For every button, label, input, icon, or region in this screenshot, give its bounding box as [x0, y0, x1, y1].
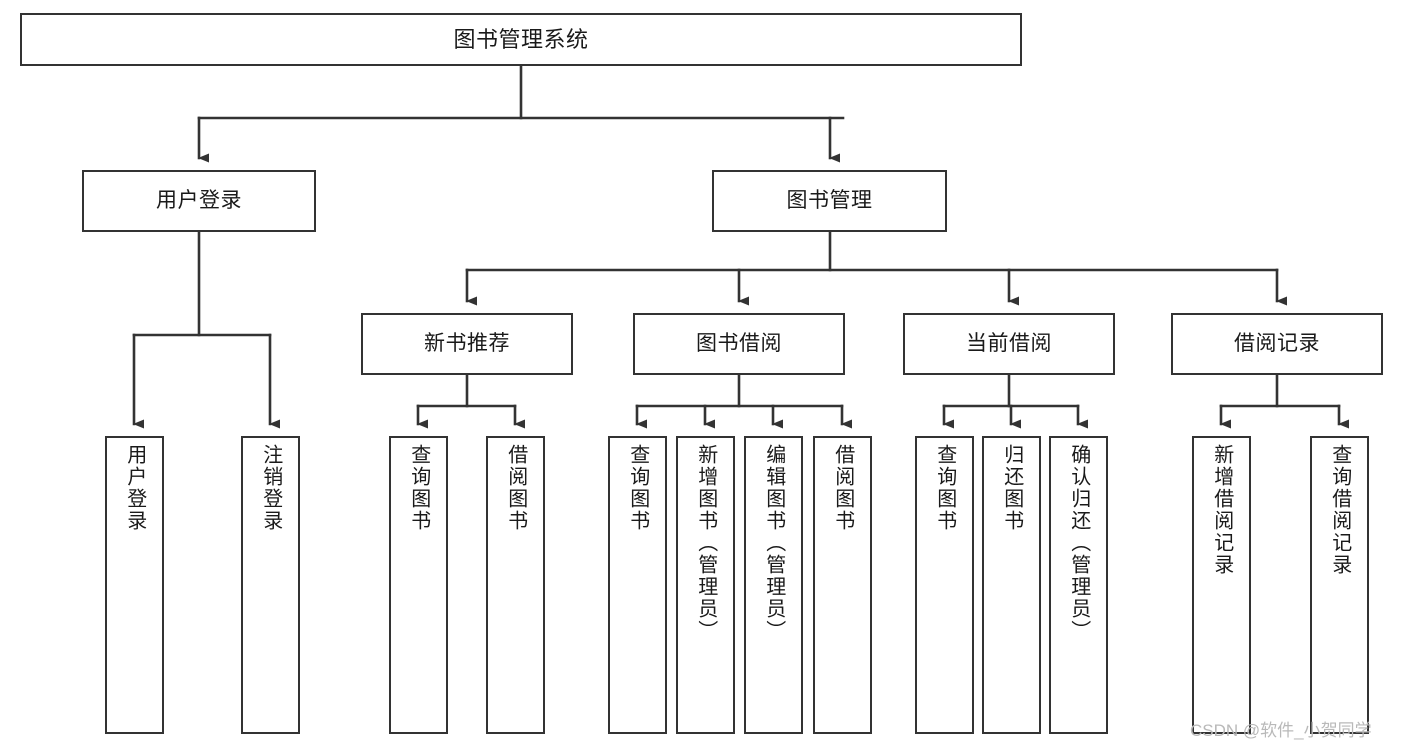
node-new-book-recommend[interactable]: 新书推荐	[361, 313, 573, 375]
node-label: 用户登录	[156, 188, 242, 212]
leaf-new-book-borrow-book[interactable]: 借阅图书	[486, 436, 545, 734]
node-user-login[interactable]: 用户登录	[82, 170, 316, 232]
node-book-borrow[interactable]: 图书借阅	[633, 313, 845, 375]
leaf-borrow-record-add-record[interactable]: 新增借阅记录	[1192, 436, 1251, 734]
node-label: 借阅图书	[831, 444, 854, 532]
leaf-user-login-login[interactable]: 用户登录	[105, 436, 164, 734]
node-label: 用户登录	[123, 444, 146, 532]
node-label: 确认归还（管理员）	[1067, 444, 1090, 642]
node-label: 查询图书	[407, 444, 430, 532]
leaf-book-borrow-edit-book-admin[interactable]: 编辑图书（管理员）	[744, 436, 803, 734]
node-label: 归还图书	[1000, 444, 1023, 532]
node-label: 新增借阅记录	[1210, 444, 1233, 576]
leaf-borrow-record-query-record[interactable]: 查询借阅记录	[1310, 436, 1369, 734]
node-label: 查询图书	[933, 444, 956, 532]
node-root-book-management-system[interactable]: 图书管理系统	[20, 13, 1022, 66]
node-borrow-record[interactable]: 借阅记录	[1171, 313, 1383, 375]
node-label: 图书借阅	[696, 331, 782, 355]
leaf-book-borrow-add-book-admin[interactable]: 新增图书（管理员）	[676, 436, 735, 734]
node-label: 查询图书	[626, 444, 649, 532]
node-label: 新增图书（管理员）	[694, 444, 717, 642]
leaf-current-borrow-query-book[interactable]: 查询图书	[915, 436, 974, 734]
node-label: 当前借阅	[966, 331, 1052, 355]
leaf-book-borrow-query-book[interactable]: 查询图书	[608, 436, 667, 734]
leaf-new-book-query-book[interactable]: 查询图书	[389, 436, 448, 734]
node-current-borrow[interactable]: 当前借阅	[903, 313, 1115, 375]
node-label: 新书推荐	[424, 331, 510, 355]
leaf-user-login-logout[interactable]: 注销登录	[241, 436, 300, 734]
leaf-current-borrow-return-book[interactable]: 归还图书	[982, 436, 1041, 734]
node-label: 查询借阅记录	[1328, 444, 1351, 576]
leaf-book-borrow-borrow-book[interactable]: 借阅图书	[813, 436, 872, 734]
node-label: 借阅记录	[1234, 331, 1320, 355]
node-label: 图书管理	[786, 188, 873, 212]
node-label: 注销登录	[259, 444, 282, 532]
watermark: CSDN @软件_小贺同学	[1190, 721, 1372, 740]
node-label: 图书管理系统	[453, 26, 589, 52]
node-label: 借阅图书	[504, 444, 527, 532]
leaf-current-borrow-confirm-return-admin[interactable]: 确认归还（管理员）	[1049, 436, 1108, 734]
node-label: 编辑图书（管理员）	[762, 444, 785, 642]
node-book-management[interactable]: 图书管理	[712, 170, 947, 232]
